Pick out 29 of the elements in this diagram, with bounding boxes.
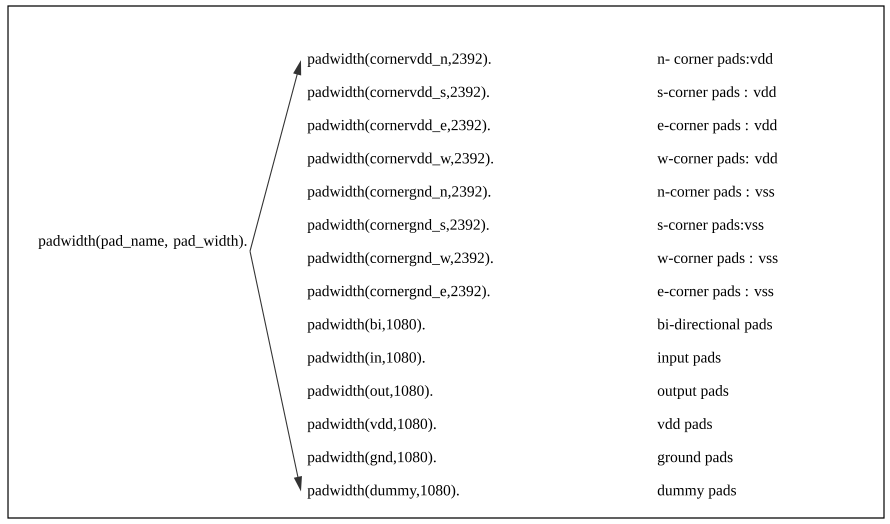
description-text: dummy pads bbox=[658, 484, 736, 499]
description-text: vdd pads bbox=[657, 418, 712, 432]
code-line: padwidth(cornervdd_w,2392). bbox=[307, 152, 494, 167]
description-text: ground pads bbox=[658, 451, 733, 466]
description-text: s-corner pads : vdd bbox=[658, 86, 776, 100]
description-text: n-corner pads : vss bbox=[658, 186, 774, 200]
description-text: input pads bbox=[658, 352, 721, 366]
code-line: padwidth(in,1080). bbox=[307, 352, 425, 366]
code-line: padwidth(out,1080). bbox=[307, 384, 432, 399]
description-text: e-corner pads : vss bbox=[658, 285, 774, 300]
code-line: padwidth(gnd,1080). bbox=[307, 451, 436, 466]
code-line: padwidth(bi,1080). bbox=[307, 318, 425, 333]
code-line: padwidth(dummy,1080). bbox=[307, 484, 459, 499]
code-line: padwidth(cornervdd_n,2392). bbox=[307, 53, 491, 67]
code-line: padwidth(cornervdd_e,2392). bbox=[307, 119, 490, 134]
description-text: bi-directional pads bbox=[657, 318, 772, 333]
code-line: padwidth(vdd,1080). bbox=[307, 418, 436, 432]
description-text: w-corner pads: vdd bbox=[657, 152, 778, 167]
code-line: padwidth(cornergnd_n,2392). bbox=[307, 186, 490, 200]
code-line: padwidth(cornergnd_s,2392). bbox=[307, 218, 489, 234]
code-line: padwidth(cornergnd_e,2392). bbox=[307, 285, 490, 300]
code-line: padwidth(cornervdd_s,2392). bbox=[307, 86, 489, 100]
statement-text: padwidth(pad_name, pad_width). bbox=[38, 235, 246, 249]
code-line: padwidth(cornergnd_w,2392). bbox=[307, 252, 493, 266]
description-text: n- corner pads:vdd bbox=[658, 53, 773, 67]
description-text: output pads bbox=[658, 384, 728, 399]
description-text: e-corner pads : vdd bbox=[658, 119, 778, 134]
description-text: s-corner pads:vss bbox=[658, 219, 764, 233]
description-text: w-corner pads : vss bbox=[657, 252, 778, 266]
